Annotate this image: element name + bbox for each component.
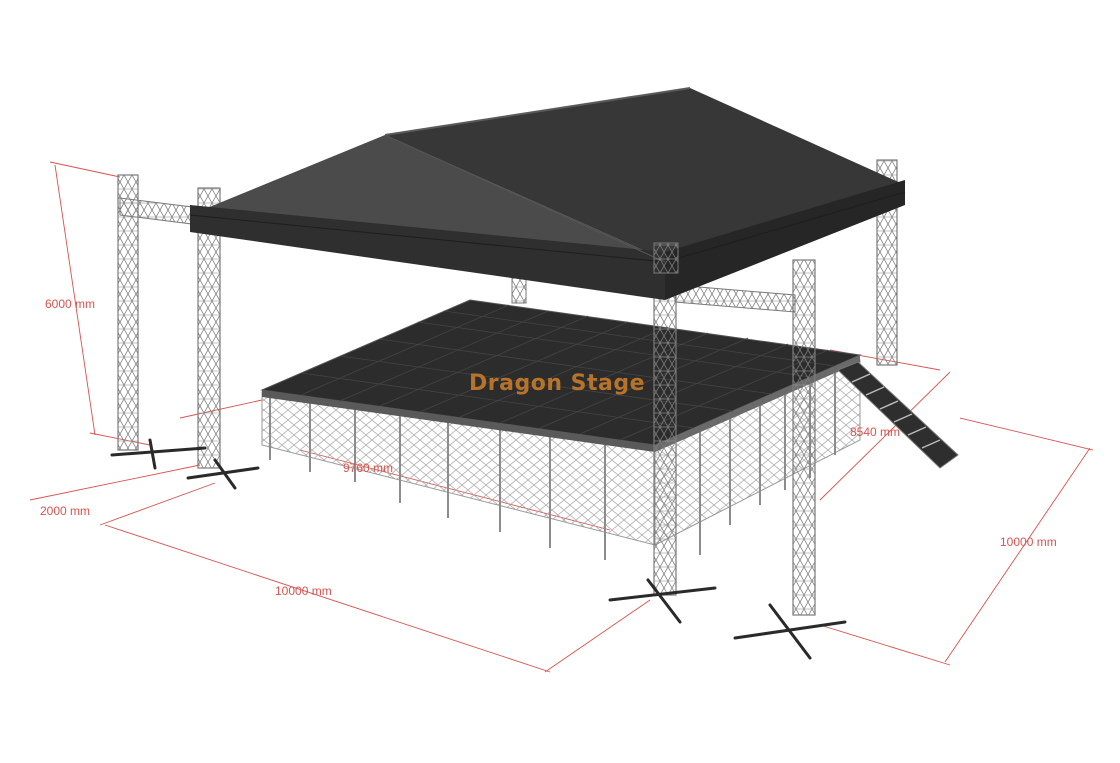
tower-bases (110, 438, 847, 660)
brand-logo: Dragon Stage (469, 371, 645, 396)
roof-width-label: 10000 mm (275, 584, 332, 598)
stage-depth-label: 8540 mm (850, 425, 900, 439)
staircase (837, 361, 959, 469)
roof (189, 87, 906, 300)
front-overhang-label: 2000 mm (40, 504, 90, 518)
stage-width-label: 9760 mm (343, 461, 393, 475)
stage-deck (260, 299, 862, 452)
truss-towers (117, 159, 898, 616)
height-label: 6000 mm (45, 297, 95, 311)
roof-depth-label: 10000 mm (1000, 535, 1057, 549)
dimension-labels: 6000 mm 2000 mm 9760 mm 8540 mm 10000 mm… (40, 297, 1057, 598)
